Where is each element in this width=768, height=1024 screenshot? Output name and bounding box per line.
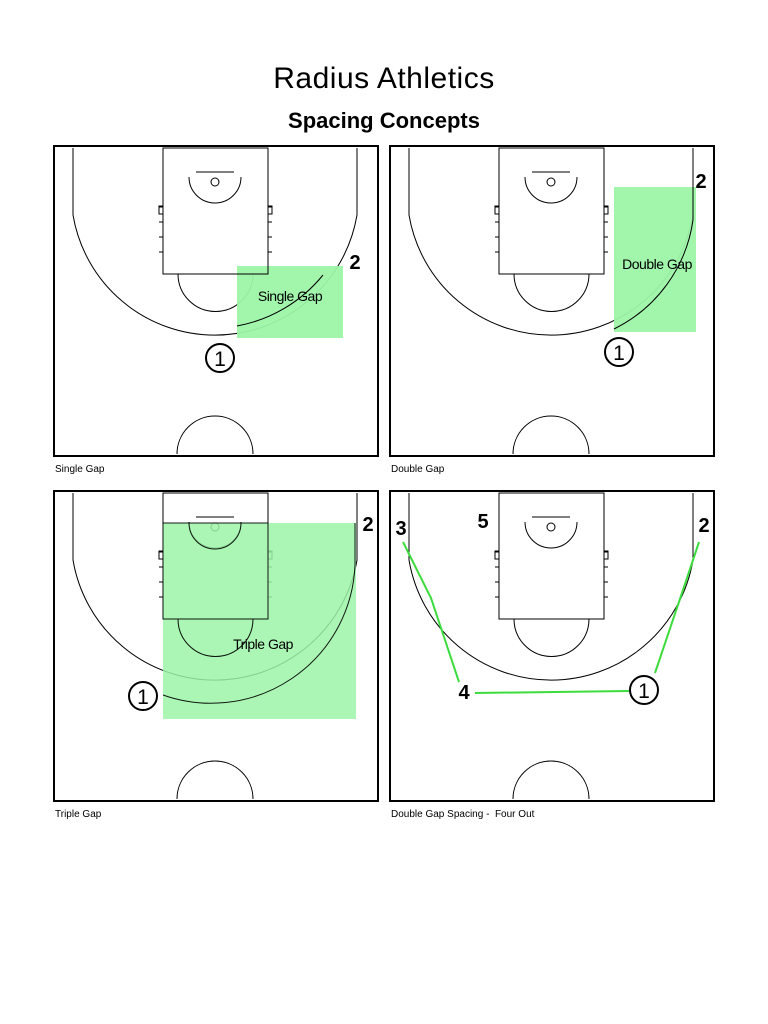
player-1[interactable]: 1 [629, 675, 659, 705]
restricted-arc [188, 176, 242, 204]
zone-label: Single Gap [258, 288, 323, 304]
player-1[interactable]: 1 [604, 337, 634, 367]
diagram-caption: Single Gap [55, 464, 105, 475]
player-2[interactable]: 2 [695, 171, 706, 193]
pass-lines [402, 541, 700, 694]
diagram-caption: Triple Gap [55, 809, 102, 820]
diagram-caption: Double Gap [391, 464, 445, 475]
paint-lane [498, 147, 605, 275]
free-throw-semicircle [513, 273, 590, 312]
court-diagram-four-out: 1 2 3 4 5 [389, 490, 715, 802]
player-1[interactable]: 1 [128, 681, 158, 711]
lane-hash-marks [158, 205, 273, 253]
center-circle [512, 760, 590, 800]
player-4[interactable]: 4 [458, 682, 470, 704]
half-court-svg: Double Gap 1 2 [389, 145, 715, 457]
center-circle [176, 760, 254, 800]
half-court-svg: Single Gap 1 2 [53, 145, 379, 457]
player-5[interactable]: 5 [477, 511, 488, 533]
rim [546, 177, 556, 187]
paint-lane [498, 492, 605, 620]
page-subtitle: Spacing Concepts [288, 108, 480, 133]
lane-hash-marks [494, 550, 609, 598]
court-diagram-double-gap: Double Gap 1 2 [389, 145, 715, 457]
restricted-arc [524, 176, 578, 204]
half-court-svg: Triple Gap 1 2 [53, 490, 379, 802]
svg-text:1: 1 [214, 348, 226, 371]
free-throw-semicircle [513, 618, 590, 657]
player-3[interactable]: 3 [395, 518, 406, 540]
court-diagram-triple-gap: Triple Gap 1 2 [53, 490, 379, 802]
half-court-svg: 1 2 3 4 5 [389, 490, 715, 802]
player-1[interactable]: 1 [205, 343, 235, 373]
player-2[interactable]: 2 [349, 252, 360, 274]
gap-zone [163, 523, 356, 719]
diagram-caption: Double Gap Spacing - Four Out [391, 809, 535, 820]
svg-text:1: 1 [137, 686, 149, 709]
rim [210, 177, 220, 187]
center-circle [512, 415, 590, 455]
gap-zone [237, 266, 343, 338]
rim [546, 522, 556, 532]
gap-zone [614, 187, 696, 332]
center-circle [176, 415, 254, 455]
svg-text:1: 1 [613, 342, 625, 365]
court-diagram-single-gap: Single Gap 1 2 [53, 145, 379, 457]
zone-label: Double Gap [622, 256, 692, 272]
three-point-line [72, 148, 358, 336]
lane-hash-marks [494, 205, 609, 253]
paint-lane [162, 147, 269, 275]
zone-label: Triple Gap [233, 636, 294, 652]
player-2[interactable]: 2 [698, 515, 709, 537]
three-point-line [408, 493, 694, 681]
svg-text:1: 1 [638, 680, 650, 703]
player-2[interactable]: 2 [362, 514, 373, 536]
restricted-arc [524, 521, 578, 549]
page-title: Radius Athletics [273, 62, 495, 95]
